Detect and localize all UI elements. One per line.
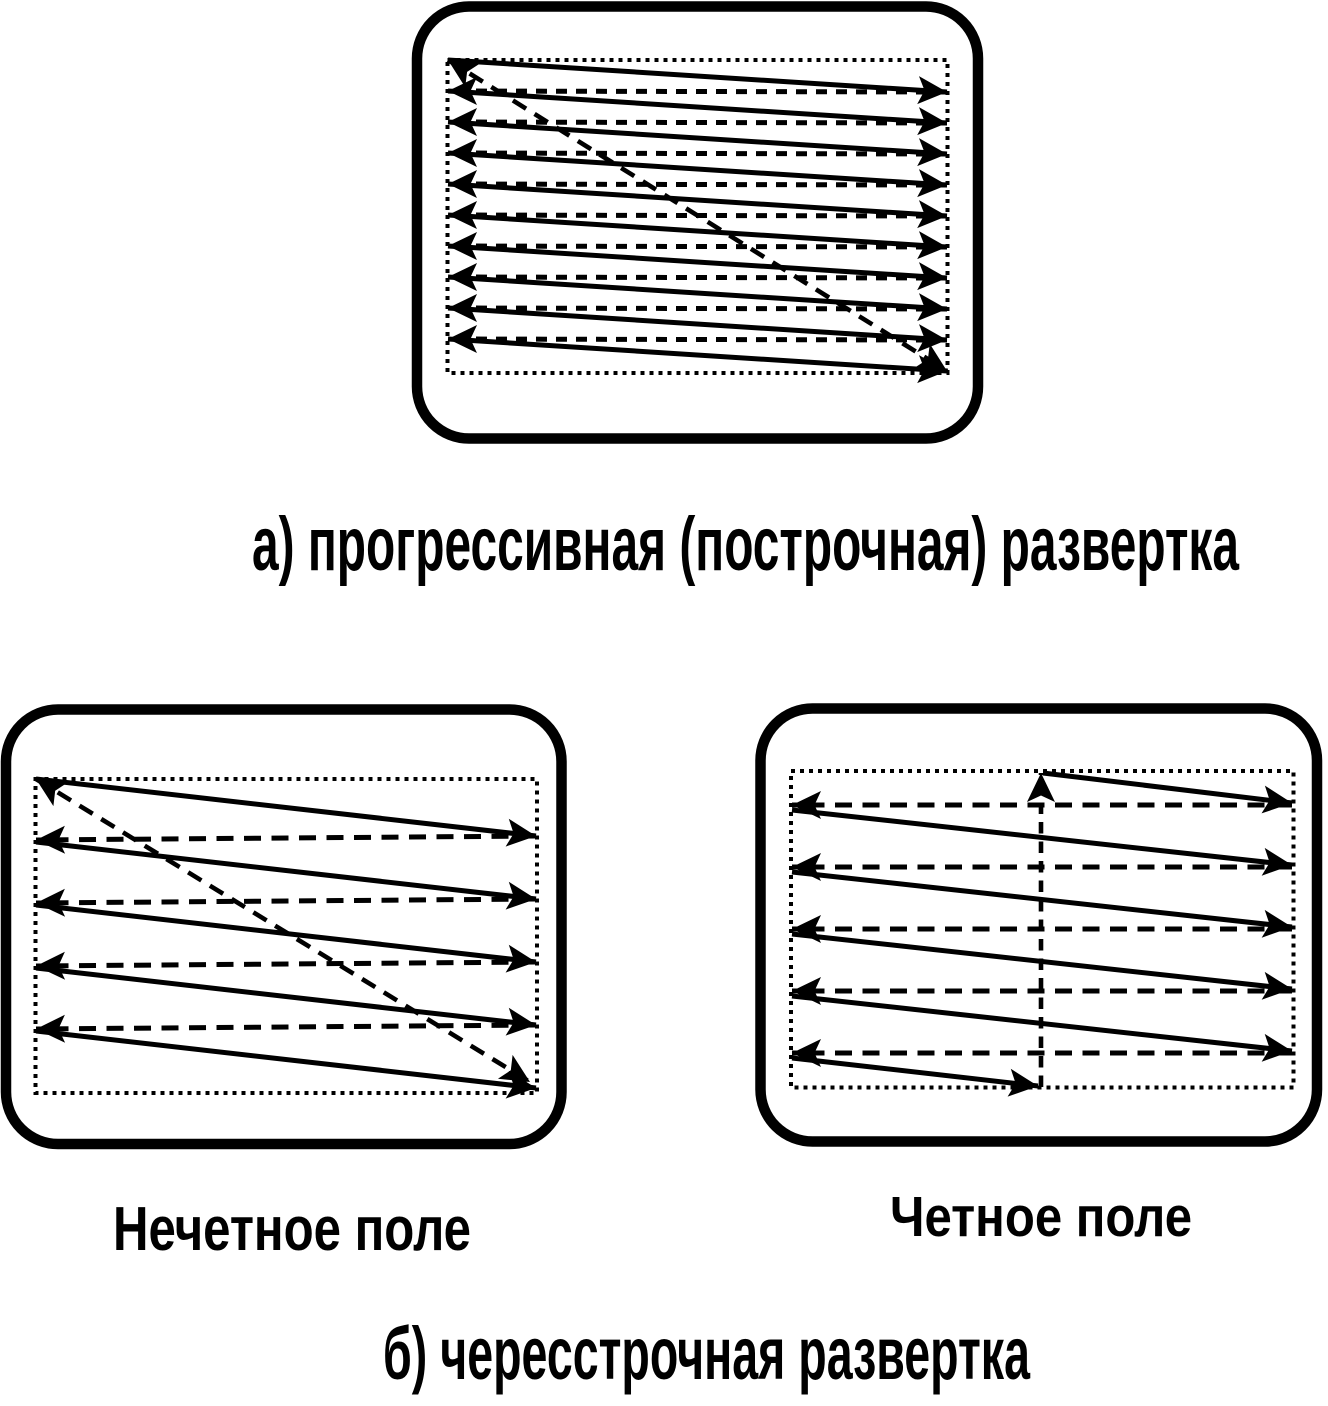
svg-text:а) прогрессивная (построчная): а) прогрессивная (построчная) развертка [252, 502, 1239, 587]
svg-text:Нечетное поле: Нечетное поле [113, 1195, 471, 1264]
svg-text:б) чересстрочная развертка: б) чересстрочная развертка [383, 1312, 1031, 1395]
svg-text:Четное поле: Четное поле [890, 1185, 1192, 1249]
